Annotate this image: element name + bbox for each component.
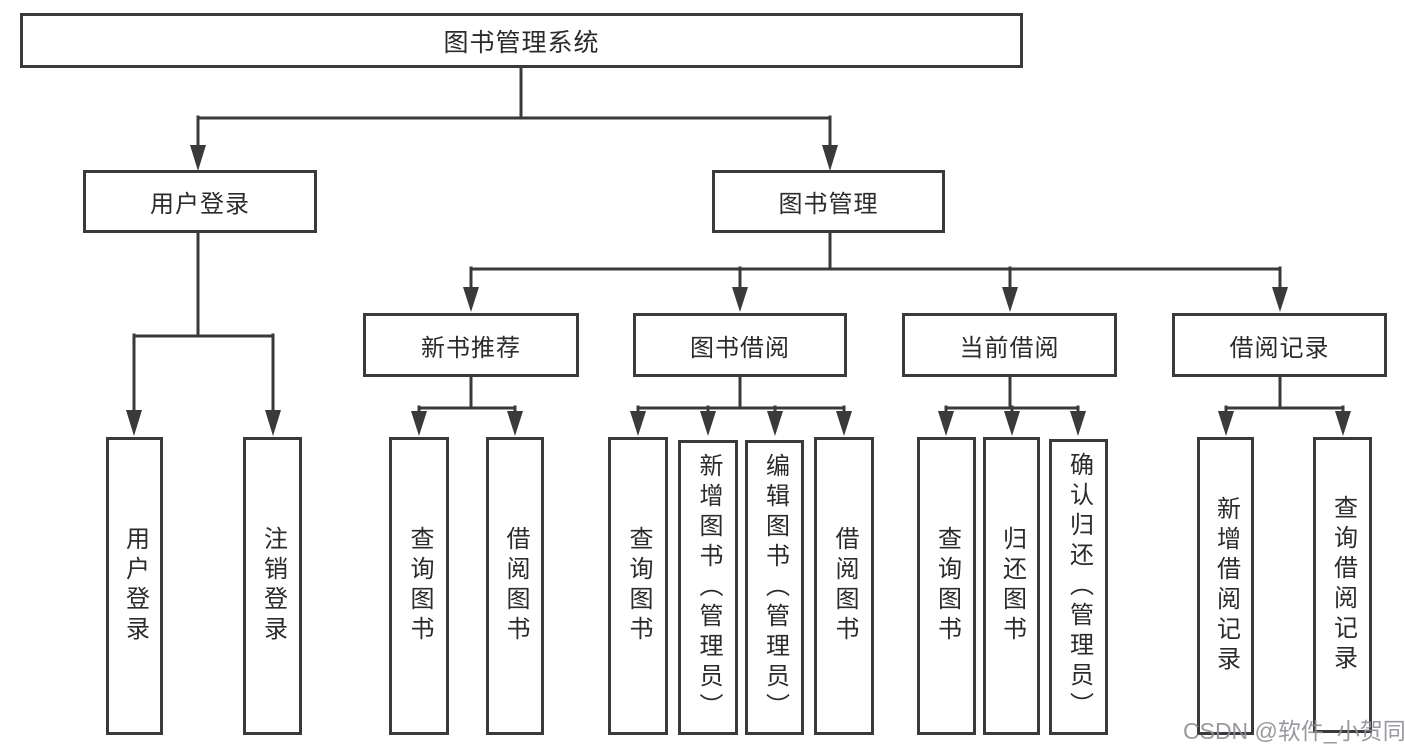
node-new-book-recommend-label: 新书推荐 bbox=[421, 334, 521, 362]
arrowhead-borrow-record bbox=[1272, 287, 1288, 312]
arrowhead-add-book bbox=[700, 411, 716, 436]
node-book-management: 图书管理 bbox=[712, 170, 945, 233]
node-book-borrow-label: 图书借阅 bbox=[690, 334, 790, 362]
arrowhead-query2 bbox=[630, 411, 646, 436]
leaf-borrow-book-borrow-label: 借阅图书 bbox=[831, 526, 858, 646]
arrowhead-query-record bbox=[1335, 411, 1351, 436]
node-current-borrow-label: 当前借阅 bbox=[959, 334, 1060, 362]
arrowhead-query1 bbox=[411, 411, 427, 436]
leaf-query-book-borrow: 查询图书 bbox=[608, 437, 668, 735]
arrowhead-user-login bbox=[190, 145, 206, 171]
arrowhead-new-book bbox=[463, 287, 479, 312]
leaf-query-book-current: 查询图书 bbox=[917, 437, 976, 735]
leaf-edit-book-admin-label: 编辑图书（管理员） bbox=[761, 452, 789, 723]
leaf-confirm-return-admin-label: 确认归还（管理员） bbox=[1065, 452, 1093, 722]
leaf-user-login: 用户登录 bbox=[106, 437, 163, 735]
arrowhead-borrow2 bbox=[836, 411, 852, 436]
node-book-borrow: 图书借阅 bbox=[633, 313, 847, 377]
arrowhead-current-borrow bbox=[1002, 287, 1018, 312]
arrowhead-leaf-user-login bbox=[126, 410, 142, 436]
leaf-query-book-recommend-label: 查询图书 bbox=[406, 526, 433, 646]
leaf-edit-book-admin: 编辑图书（管理员） bbox=[745, 440, 804, 735]
leaf-borrow-book-recommend-label: 借阅图书 bbox=[502, 526, 529, 646]
leaf-add-borrow-record-label: 新增借阅记录 bbox=[1212, 496, 1240, 676]
node-borrow-record: 借阅记录 bbox=[1172, 313, 1387, 377]
node-new-book-recommend: 新书推荐 bbox=[363, 313, 579, 377]
leaf-logout: 注销登录 bbox=[243, 437, 302, 735]
leaf-return-book: 归还图书 bbox=[983, 437, 1040, 735]
node-user-login: 用户登录 bbox=[83, 170, 317, 233]
node-borrow-record-label: 借阅记录 bbox=[1229, 334, 1330, 362]
arrowhead-add-record bbox=[1218, 411, 1234, 436]
leaf-borrow-book-borrow: 借阅图书 bbox=[814, 437, 874, 735]
leaf-query-book-current-label: 查询图书 bbox=[933, 526, 961, 646]
arrowhead-book-borrow bbox=[732, 287, 748, 312]
node-book-management-label: 图书管理 bbox=[778, 191, 879, 218]
node-root: 图书管理系统 bbox=[20, 13, 1023, 68]
node-root-label: 图书管理系统 bbox=[443, 28, 600, 57]
leaf-return-book-label: 归还图书 bbox=[998, 526, 1026, 646]
arrowhead-edit-book bbox=[767, 411, 783, 436]
node-user-login-label: 用户登录 bbox=[150, 191, 250, 218]
csdn-watermark: CSDN @软件_小贺同学 bbox=[1183, 718, 1405, 744]
leaf-query-borrow-record: 查询借阅记录 bbox=[1313, 437, 1372, 733]
arrowhead-query3 bbox=[938, 411, 954, 436]
leaf-query-book-borrow-label: 查询图书 bbox=[625, 526, 652, 646]
node-current-borrow: 当前借阅 bbox=[902, 313, 1117, 377]
arrowhead-borrow1 bbox=[507, 411, 523, 436]
leaf-borrow-book-recommend: 借阅图书 bbox=[486, 437, 544, 735]
leaf-add-book-admin-label: 新增图书（管理员） bbox=[695, 452, 722, 723]
leaf-add-borrow-record: 新增借阅记录 bbox=[1197, 437, 1254, 735]
leaf-logout-label: 注销登录 bbox=[259, 526, 287, 646]
leaf-confirm-return-admin: 确认归还（管理员） bbox=[1049, 439, 1108, 735]
arrowhead-leaf-logout bbox=[265, 410, 281, 436]
leaf-query-book-recommend: 查询图书 bbox=[389, 437, 449, 735]
arrowhead-confirm-return bbox=[1070, 411, 1086, 436]
leaf-user-login-label: 用户登录 bbox=[121, 526, 149, 646]
arrowhead-return-book bbox=[1004, 411, 1020, 436]
arrowhead-book-mgmt bbox=[822, 145, 838, 171]
leaf-query-borrow-record-label: 查询借阅记录 bbox=[1329, 495, 1357, 675]
leaf-add-book-admin: 新增图书（管理员） bbox=[678, 440, 738, 735]
